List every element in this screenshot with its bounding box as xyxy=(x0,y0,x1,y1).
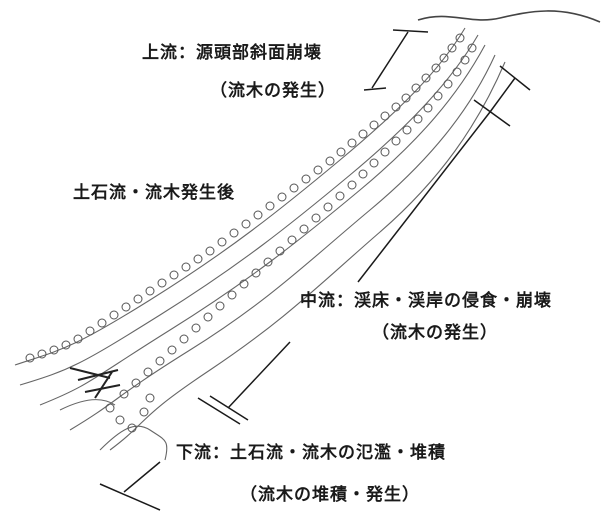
middle-stream-label: 中流：渓床・渓岸の侵食・崩壊 xyxy=(300,291,552,311)
tree-row-right-bank xyxy=(119,43,477,399)
after-occurrence-label: 土石流・流木発生後 xyxy=(73,183,235,203)
lower-section-marker xyxy=(99,341,291,511)
lower-stream-sublabel: （流木の堆積・発生） xyxy=(240,485,420,505)
lower-stream-label: 下流：土石流・流木の氾濫・堆積 xyxy=(176,443,446,463)
middle-stream-sublabel: （流木の発生） xyxy=(372,323,498,343)
upper-stream-label: 上流：源頭部斜面崩壊 xyxy=(142,43,322,63)
tree-row-left-bank xyxy=(25,33,465,363)
fallen-logs xyxy=(69,367,121,399)
middle-section-marker xyxy=(357,65,531,283)
upper-section-marker xyxy=(363,29,429,91)
upper-stream-sublabel: （流木の発生） xyxy=(210,81,336,101)
tree-cluster-lower xyxy=(105,393,155,433)
ridge-line xyxy=(417,10,601,23)
